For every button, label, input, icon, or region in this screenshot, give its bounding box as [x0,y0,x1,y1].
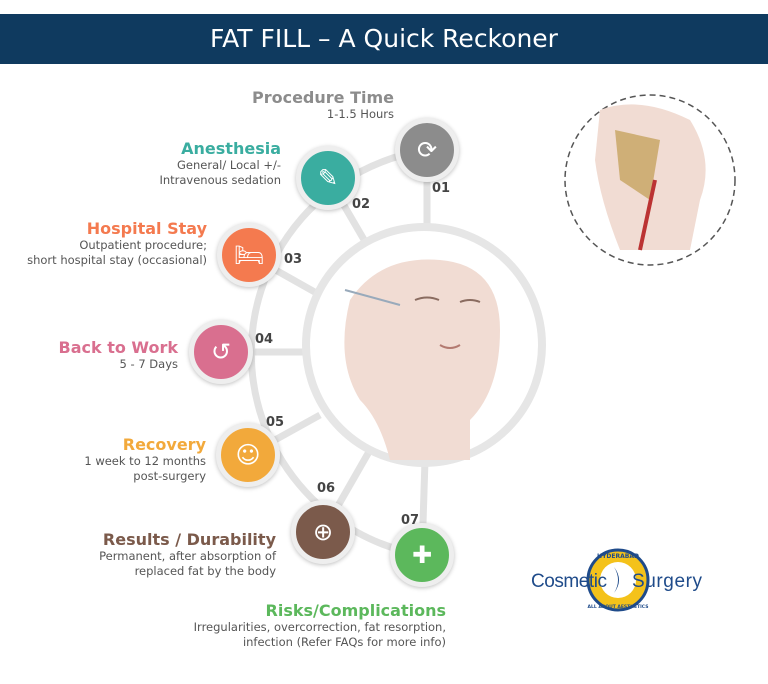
clock-icon: ⟳ [395,118,459,182]
step-desc: Intravenous sedation [159,173,281,187]
face-side-illustration [595,104,706,251]
step-title: Risks/Complications [265,601,446,620]
step-desc: 1 week to 12 months [84,454,206,468]
step-desc: Permanent, after absorption of [99,549,276,563]
face-illustration [344,259,500,460]
step-title: Hospital Stay [86,219,207,238]
svg-text:ALL ABOUT AESTHETICS: ALL ABOUT AESTHETICS [588,604,649,610]
step-desc: Irregularities, overcorrection, fat reso… [193,620,446,634]
step-number: 01 [432,181,451,196]
step-hospital-stay: Hospital Stay Outpatient procedure; shor… [27,219,207,268]
step-desc: Outpatient procedure; [79,238,207,252]
step-recovery: Recovery 1 week to 12 months post-surger… [84,435,206,484]
step-title: Recovery [122,435,206,454]
step-desc: 5 - 7 Days [119,357,178,371]
step-back-to-work: Back to Work 5 - 7 Days [59,338,179,372]
step-title: Results / Durability [102,530,276,549]
step-number: 04 [255,332,274,347]
step-desc: replaced fat by the body [134,564,276,578]
step-procedure-time: Procedure Time 1-1.5 Hours [252,88,394,122]
step-number: 02 [352,197,371,212]
svg-text:Surgery: Surgery [632,571,703,592]
step-number: 03 [284,252,303,267]
step-number: 06 [317,481,336,496]
step-desc: General/ Local +/- [177,158,281,172]
syringe-icon: ✎ [296,146,360,210]
step-number: 07 [401,513,420,528]
person-return-icon: ↺ [189,320,253,384]
step-desc: infection (Refer FAQs for more info) [242,635,446,649]
step-risks-complications: Risks/Complications Irregularities, over… [194,601,446,650]
svg-text:HYDERABAD: HYDERABAD [597,553,639,560]
medical-kit-icon: ⊕ [291,500,355,564]
step-desc: post-surgery [133,469,206,483]
step-results-durability: Results / Durability Permanent, after ab… [99,530,276,579]
step-desc: short hospital stay (occasional) [27,253,207,267]
step-anesthesia: Anesthesia General/ Local +/- Intravenou… [159,139,281,188]
person-calendar-icon: ☺ [216,423,280,487]
step-title: Back to Work [58,338,179,357]
svg-text:Cosmetic: Cosmetic [531,571,607,592]
step-desc: 1-1.5 Hours [326,107,394,121]
step-number: 05 [266,415,285,430]
brand-logo: HYDERABAD ALL ABOUT AESTHETICS Cosmetic … [531,548,703,612]
syringe-shield-icon: ✚ [390,523,454,587]
page-title: FAT FILL – A Quick Reckoner [0,14,768,64]
hospital-bed-icon: 🛏 [217,223,281,287]
step-title: Procedure Time [251,88,394,107]
step-title: Anesthesia [181,139,281,158]
